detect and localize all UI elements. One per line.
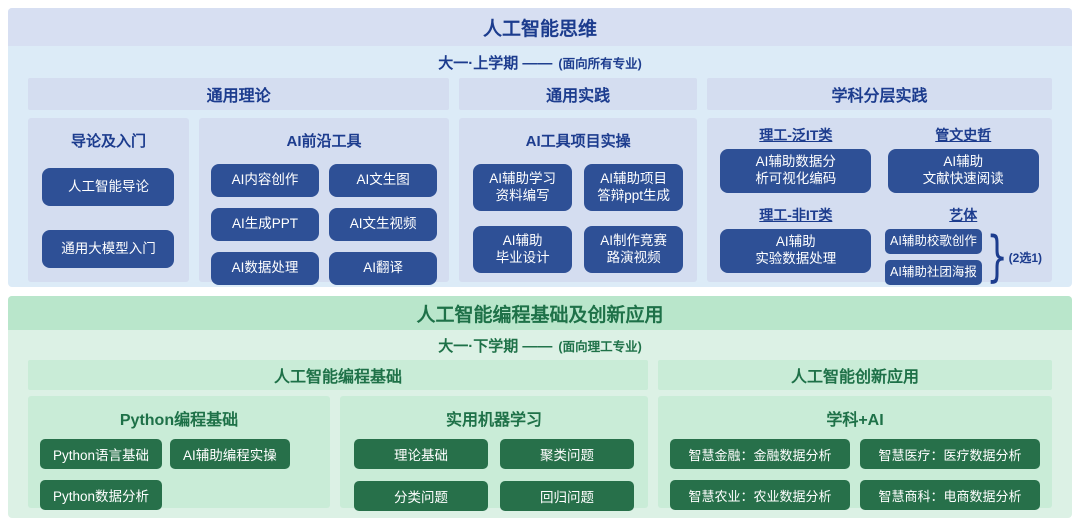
- panel-ai-frontier-tools: AI前沿工具 AI内容创作 AI文生图 AI生成PPT AI文生视频 AI数据处…: [198, 118, 450, 285]
- section-ai-programming: 人工智能编程基础及创新应用 大一·下学期 —— (面向理工专业) 人工智能编程基…: [8, 296, 1072, 518]
- column-header-layered-practice: 学科分层实践: [707, 78, 1052, 110]
- panel-intro: 导论及入门 人工智能导论 通用大模型入门: [28, 118, 189, 282]
- course-block: 智慧商科：电商数据分析: [860, 480, 1040, 510]
- panel-practice-title: AI工具项目实操: [525, 133, 631, 150]
- choose-one-annotation: } (2选1): [980, 230, 1042, 284]
- panel-python-title: Python编程基础: [119, 412, 239, 429]
- course-block: AI文生图: [329, 164, 438, 197]
- course-block: AI数据处理: [210, 252, 320, 285]
- discipline-group-humanities: 管文史哲 AI辅助 文献快速阅读: [885, 125, 1042, 193]
- course-block: 理论基础: [354, 439, 488, 469]
- column-header-label: 通用理论: [206, 88, 271, 105]
- column-header-programming-basics: 人工智能编程基础: [28, 360, 648, 390]
- column-header-label: 学科分层实践: [831, 88, 928, 105]
- semester-subtitle: 大一·下学期 —— (面向理工专业): [8, 330, 1072, 360]
- course-block: AI辅助项目 答辩ppt生成: [584, 164, 684, 211]
- column-header-label: 人工智能创新应用: [790, 369, 919, 386]
- course-block: AI生成PPT: [210, 208, 320, 241]
- column-header-label: 通用实践: [546, 88, 611, 105]
- course-block: AI翻译: [329, 252, 438, 285]
- colgroup-programming-basics: 人工智能编程基础 Python编程基础 Python语言基础 AI辅助编程实操 …: [28, 360, 648, 511]
- panel-intro-title: 导论及入门: [70, 133, 146, 150]
- course-block: 智慧医疗：医疗数据分析: [860, 439, 1040, 469]
- semester-label: 大一·下学期 ——: [438, 337, 553, 355]
- course-block: AI辅助 文献快速阅读: [887, 149, 1039, 193]
- discipline-label: 理工-非IT类: [759, 207, 833, 223]
- discipline-group-arts: 艺体 AI辅助校歌创作 AI辅助社团海报 } (2选1): [884, 205, 1042, 285]
- course-block: 聚类问题: [500, 439, 634, 469]
- column-header-general-theory: 通用理论: [28, 78, 450, 110]
- audience-note: (面向所有专业): [558, 56, 642, 71]
- course-block: 智慧农业：农业数据分析: [670, 480, 850, 510]
- panel-python-basics: Python编程基础 Python语言基础 AI辅助编程实操 Python数据分…: [28, 396, 330, 510]
- course-block: Python语言基础: [40, 439, 163, 469]
- course-block: 人工智能导论: [42, 168, 175, 206]
- course-block: Python数据分析: [40, 480, 163, 510]
- discipline-label: 艺体: [949, 207, 978, 223]
- discipline-group-stem-nonit: 理工-非IT类 AI辅助 实验数据处理: [717, 205, 874, 285]
- colgroup-general-theory: 通用理论 导论及入门 人工智能导论 通用大模型入门 AI前沿工具 AI内容创作 …: [28, 78, 450, 285]
- course-block: AI文生视频: [329, 208, 438, 241]
- audience-note: (面向理工专业): [558, 339, 642, 354]
- panel-subject-ai-title: 学科+AI: [826, 412, 884, 429]
- section-title-band: 人工智能思维: [8, 8, 1072, 46]
- column-header-general-practice: 通用实践: [459, 78, 698, 110]
- panel-layered-practice: 理工-泛IT类 AI辅助数据分 析可视化编码 管文史哲 AI辅助 文献快速阅读 …: [707, 118, 1052, 285]
- course-block: AI制作竞赛 路演视频: [584, 226, 684, 273]
- course-block: 智慧金融：金融数据分析: [670, 439, 850, 469]
- course-block: 通用大模型入门: [42, 230, 175, 268]
- panel-ml-title: 实用机器学习: [445, 412, 542, 429]
- semester-subtitle: 大一·上学期 —— (面向所有专业): [8, 46, 1072, 78]
- course-block: AI辅助数据分 析可视化编码: [720, 149, 872, 193]
- colgroup-layered-practice: 学科分层实践 理工-泛IT类 AI辅助数据分 析可视化编码 管文史哲 AI辅助 …: [707, 78, 1052, 285]
- curly-brace-icon: }: [986, 225, 1009, 288]
- column-headers-and-panels: 人工智能编程基础 Python编程基础 Python语言基础 AI辅助编程实操 …: [8, 360, 1072, 511]
- section-ai-thinking: 人工智能思维 大一·上学期 —— (面向所有专业) 通用理论 导论及入门 人工智…: [8, 8, 1072, 287]
- discipline-label: 管文史哲: [935, 127, 992, 143]
- column-header-label: 人工智能编程基础: [273, 369, 402, 386]
- course-block: AI辅助 毕业设计: [473, 226, 573, 273]
- course-block: AI辅助 实验数据处理: [720, 229, 872, 273]
- discipline-label: 理工-泛IT类: [759, 127, 833, 143]
- panel-ai-project-practice: AI工具项目实操 AI辅助学习 资料编写 AI辅助项目 答辩ppt生成 AI辅助…: [459, 118, 698, 282]
- column-header-innovation-apps: 人工智能创新应用: [658, 360, 1052, 390]
- course-block: 回归问题: [500, 481, 634, 511]
- course-block: AI辅助编程实操: [170, 439, 290, 469]
- section-title-band: 人工智能编程基础及创新应用: [8, 296, 1072, 330]
- section-title: 人工智能思维: [482, 18, 597, 40]
- course-block: 分类问题: [354, 481, 488, 511]
- colgroup-general-practice: 通用实践 AI工具项目实操 AI辅助学习 资料编写 AI辅助项目 答辩ppt生成…: [459, 78, 698, 282]
- course-block: AI内容创作: [210, 164, 320, 197]
- course-block: AI辅助校歌创作: [884, 229, 983, 254]
- panel-subject-ai: 学科+AI 智慧金融：金融数据分析 智慧医疗：医疗数据分析 智慧农业：农业数据分…: [658, 396, 1052, 510]
- choose-one-note: (2选1): [1008, 250, 1042, 265]
- course-block: AI辅助学习 资料编写: [473, 164, 573, 211]
- colgroup-innovation-apps: 人工智能创新应用 学科+AI 智慧金融：金融数据分析 智慧医疗：医疗数据分析 智…: [658, 360, 1052, 510]
- semester-label: 大一·上学期 ——: [438, 54, 553, 72]
- column-headers-and-panels: 通用理论 导论及入门 人工智能导论 通用大模型入门 AI前沿工具 AI内容创作 …: [8, 78, 1072, 285]
- discipline-group-stem-it: 理工-泛IT类 AI辅助数据分 析可视化编码: [717, 125, 874, 193]
- course-block: AI辅助社团海报: [884, 260, 983, 285]
- panel-tools-title: AI前沿工具: [286, 133, 362, 150]
- section-title: 人工智能编程基础及创新应用: [416, 304, 664, 326]
- panel-machine-learning: 实用机器学习 理论基础 聚类问题 分类问题 回归问题: [340, 396, 648, 511]
